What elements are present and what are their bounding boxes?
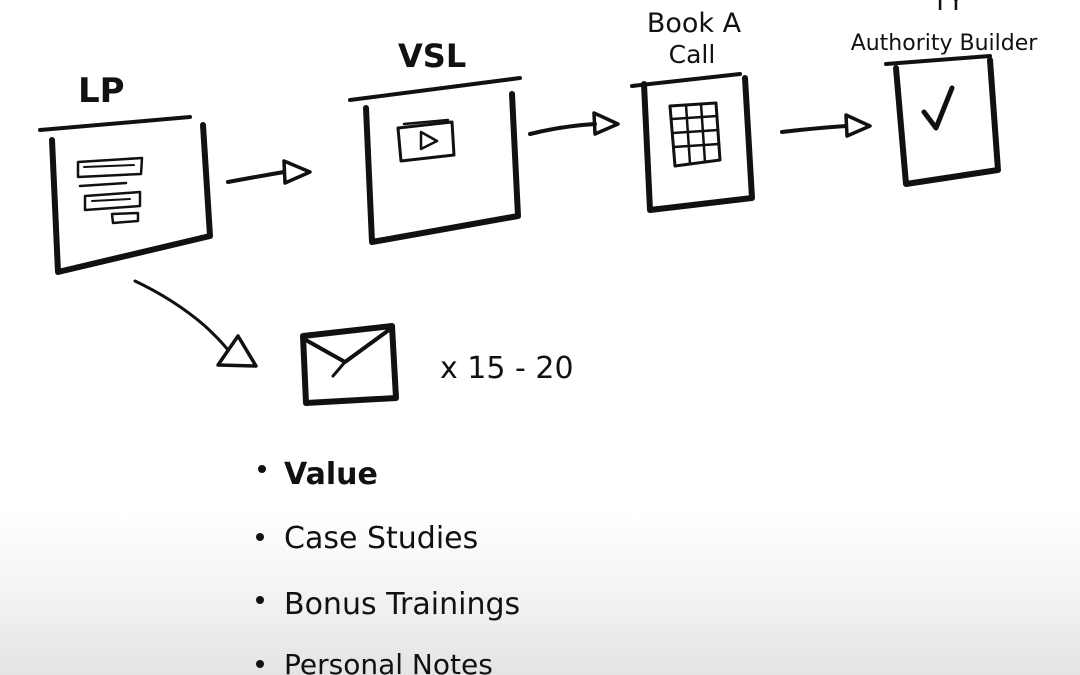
call-window-frame	[641, 75, 755, 213]
list-item: Case Studies	[256, 521, 478, 556]
list-item: Bonus Trainings	[256, 587, 520, 622]
lp-window-topbar	[38, 115, 192, 132]
step-lp-label: LP	[78, 71, 125, 111]
email-multiplier-text: x 15 - 20	[440, 351, 574, 386]
step-ty-label-line2: Authority Builder	[851, 31, 1039, 56]
call-window-topbar	[630, 72, 742, 88]
vsl-window-topbar	[348, 76, 522, 102]
step-vsl-label: VSL	[398, 37, 466, 75]
email-envelope-icon	[300, 323, 399, 406]
step-book-call: Book A Call	[630, 8, 755, 213]
ty-window-frame	[893, 57, 1001, 187]
step-lp: LP	[38, 71, 213, 275]
step-call-label-line2: Call	[669, 40, 716, 69]
step-thank-you: TY Authority Builder	[851, 0, 1039, 187]
list-item: Personal Notes	[256, 648, 493, 675]
ty-window-topbar	[884, 54, 992, 66]
arrow-lp-to-vsl	[226, 159, 312, 185]
email-sequence: x 15 - 20	[300, 323, 574, 406]
arrow-lp-to-email	[133, 279, 258, 368]
bullet-text: Value	[284, 457, 378, 492]
step-ty-label-line1: TY	[931, 0, 964, 17]
calendar-icon	[668, 101, 722, 168]
arrow-vsl-to-call	[528, 111, 620, 136]
bullet-dot	[256, 533, 264, 541]
vsl-window-frame	[363, 91, 521, 245]
bullet-dot	[256, 596, 264, 604]
arrow-call-to-ty	[780, 113, 872, 138]
video-play-icon	[396, 118, 456, 163]
step-call-label-line1: Book A	[647, 8, 742, 39]
list-item: Value	[258, 457, 378, 492]
landing-page-icon	[76, 156, 144, 225]
bullet-dot	[258, 465, 266, 473]
checkmark-icon	[921, 85, 955, 131]
bullet-text: Personal Notes	[284, 648, 493, 675]
bullet-text: Bonus Trainings	[284, 587, 520, 622]
email-content-list: Value Case Studies Bonus Trainings Perso…	[256, 457, 520, 675]
bullet-dot	[256, 660, 264, 668]
bullet-text: Case Studies	[284, 521, 478, 556]
step-vsl: VSL	[348, 37, 522, 245]
lp-window-frame	[49, 122, 213, 275]
